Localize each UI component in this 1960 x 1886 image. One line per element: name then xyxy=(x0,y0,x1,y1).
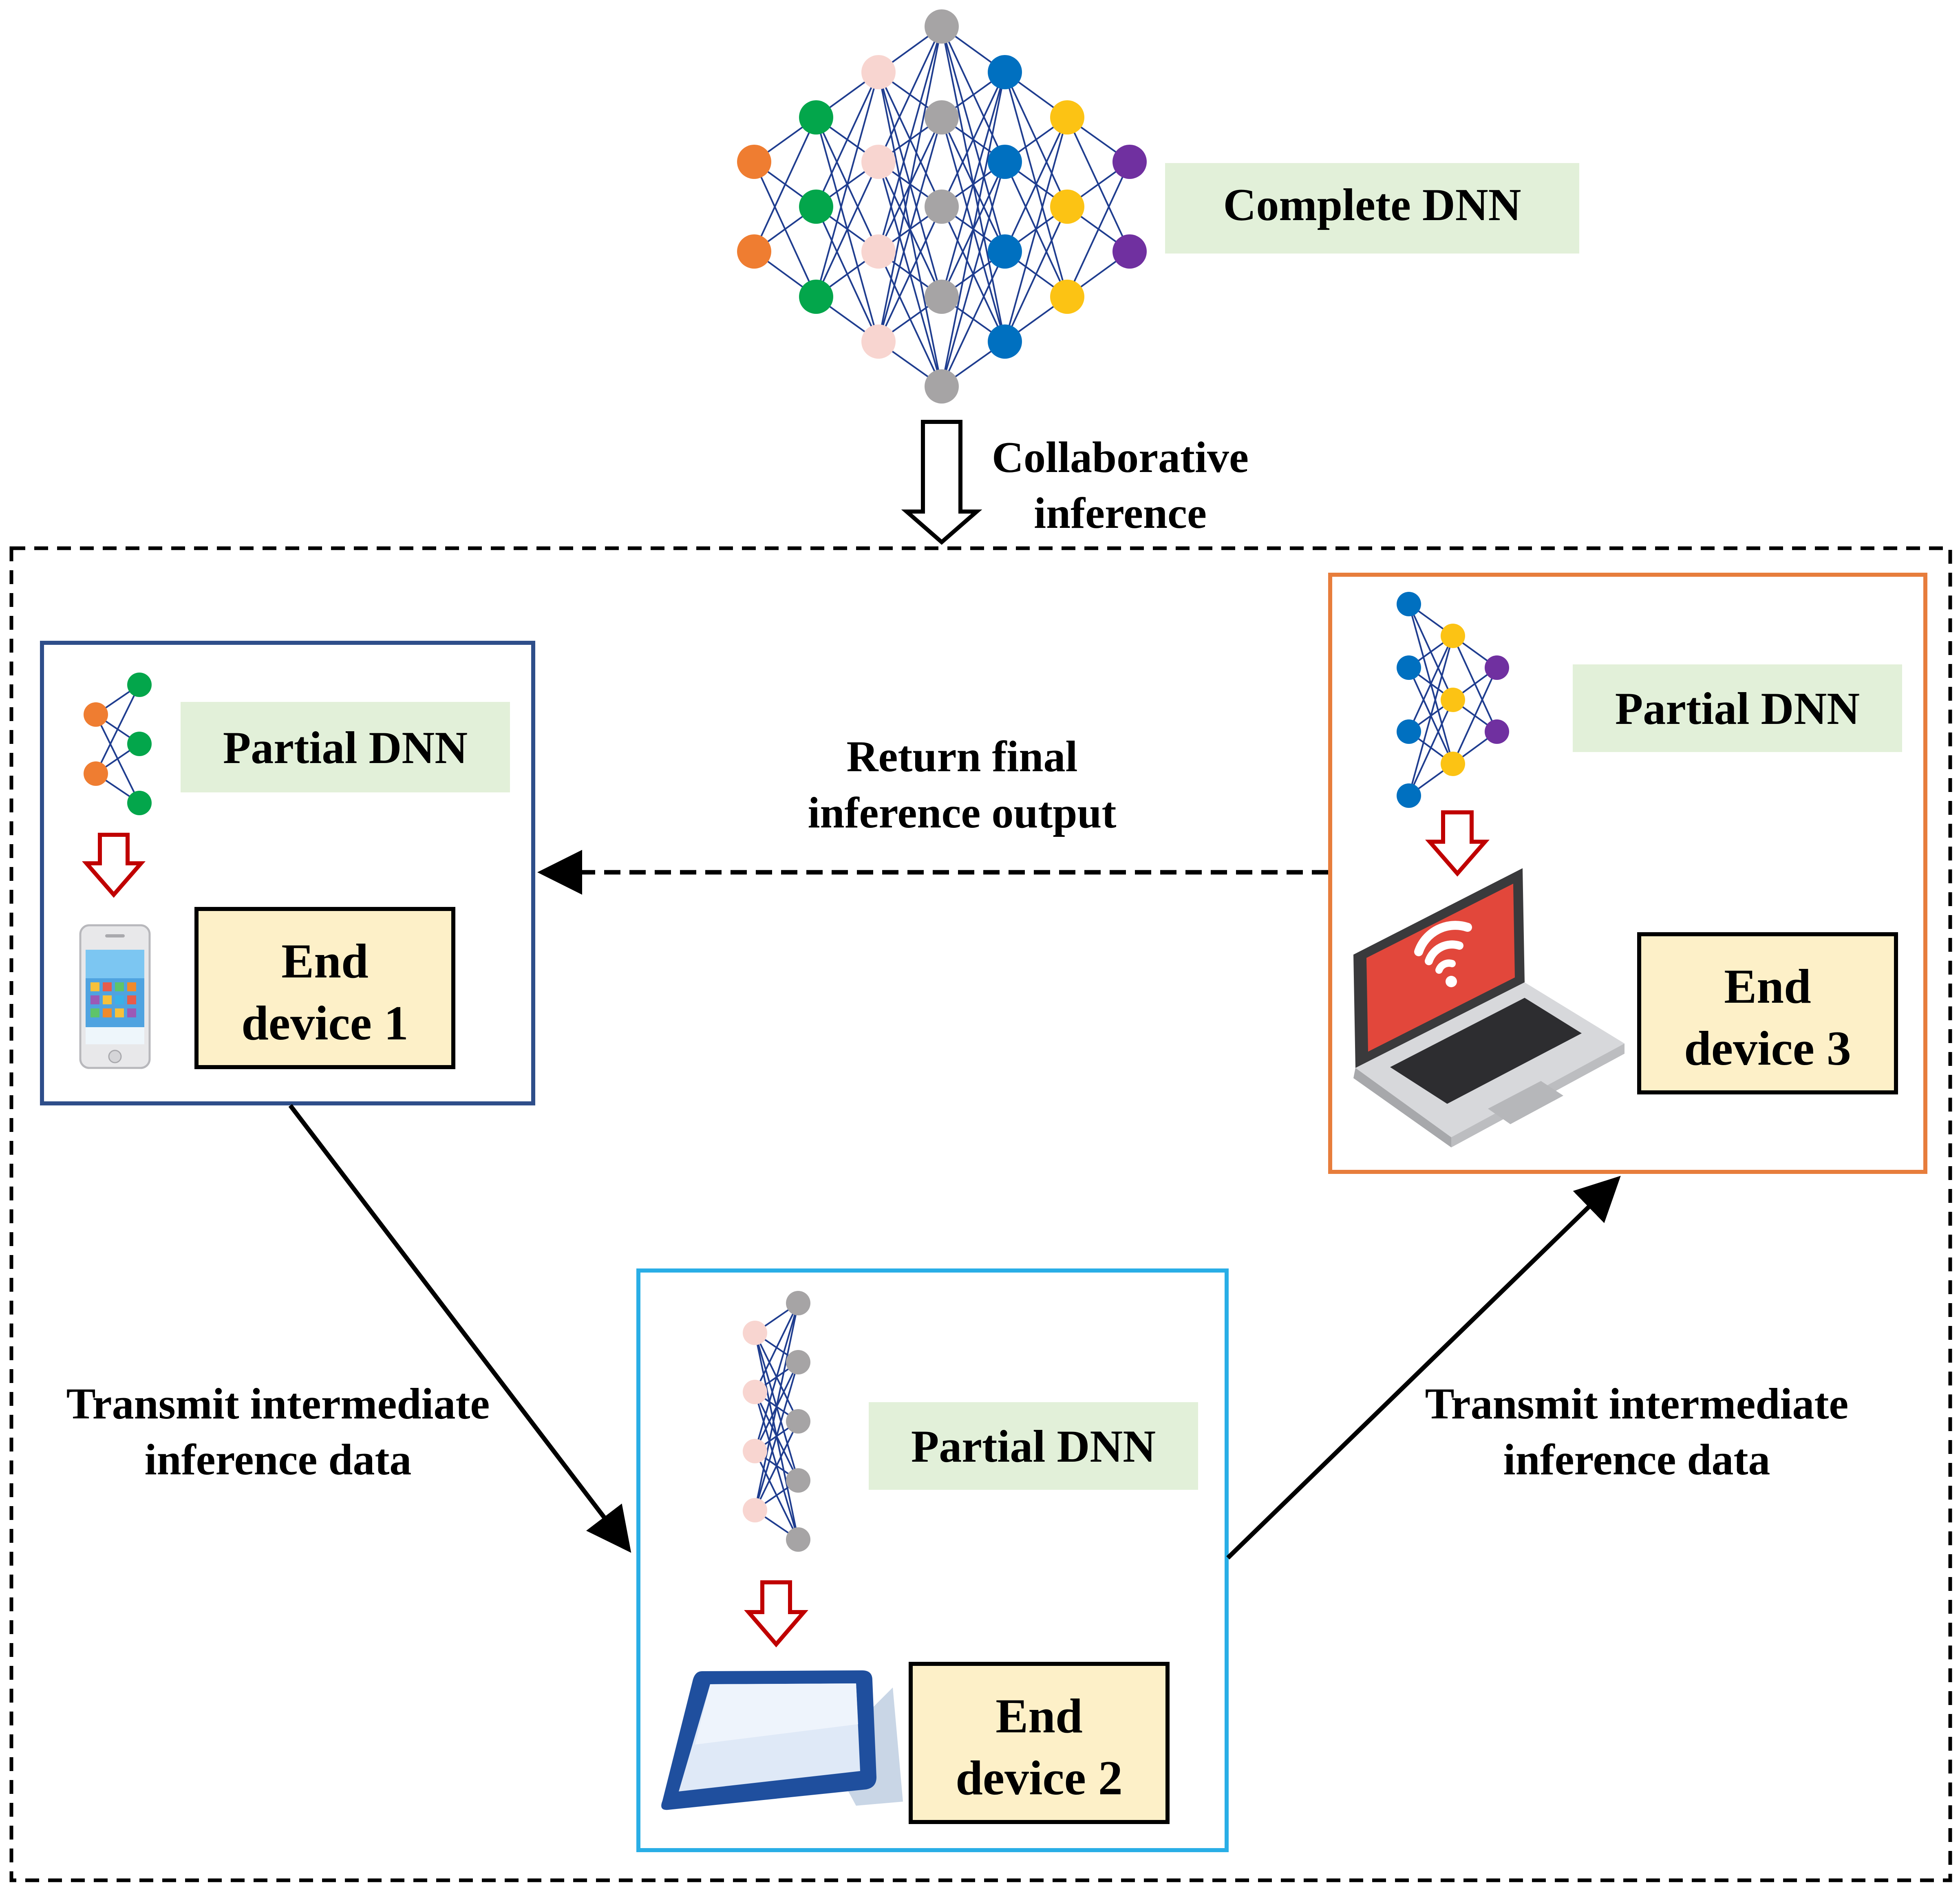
complete-dnn-network xyxy=(737,9,1147,404)
transmit-right-line1: Transmit intermediate xyxy=(1425,1380,1849,1428)
device2-end-line1: End xyxy=(995,1689,1083,1743)
neuron-node xyxy=(1050,100,1084,135)
neuron-node xyxy=(1485,655,1509,680)
device3-partial-label: Partial DNN xyxy=(1615,684,1860,734)
device2-down-arrow-icon xyxy=(744,1580,808,1648)
return-label-line1: Return final xyxy=(847,732,1078,781)
neuron-node xyxy=(786,1350,810,1374)
device2-partial-label: Partial DNN xyxy=(911,1421,1156,1472)
neuron-node xyxy=(1397,592,1421,616)
device1-partial-network xyxy=(84,673,152,815)
device2-partial-label-box xyxy=(869,1402,1198,1490)
neuron-node xyxy=(861,55,896,89)
collaborative-arrow-icon xyxy=(901,420,982,545)
tablet-icon xyxy=(661,1670,903,1810)
neuron-node xyxy=(786,1291,810,1315)
device2-box xyxy=(636,1268,1229,1852)
device2-end-line2: device 2 xyxy=(956,1751,1123,1805)
neuron-node xyxy=(743,1321,767,1345)
collaborative-label-line2: inference xyxy=(1034,489,1207,538)
neuron-node xyxy=(743,1380,767,1404)
laptop-icon xyxy=(1353,868,1625,1147)
neuron-node xyxy=(743,1439,767,1463)
collaboration-dashed-frame xyxy=(9,546,1952,1882)
device3-end-line1: End xyxy=(1724,959,1811,1013)
neuron-node xyxy=(127,791,152,815)
neuron-node xyxy=(1112,145,1147,179)
device2-partial-network xyxy=(743,1291,810,1552)
phone-icon xyxy=(79,924,151,1069)
neuron-node xyxy=(861,324,896,359)
neuron-node xyxy=(84,761,108,786)
device2-end-box xyxy=(909,1662,1170,1824)
device1-partial-label: Partial DNN xyxy=(223,723,468,773)
neuron-node xyxy=(1485,719,1509,744)
device1-partial-label-box xyxy=(181,702,510,792)
neuron-node xyxy=(1050,190,1084,224)
neuron-node xyxy=(925,100,959,135)
device1-down-arrow-icon xyxy=(82,833,146,898)
neuron-node xyxy=(1397,655,1421,680)
neuron-node xyxy=(1441,624,1465,648)
transmit-arrow-2-to-3 xyxy=(1226,1176,1621,1560)
device3-partial-network xyxy=(1397,592,1509,808)
neuron-node xyxy=(861,145,896,179)
neuron-node xyxy=(799,280,833,314)
complete-dnn-label: Complete DNN xyxy=(1223,180,1521,230)
neuron-node xyxy=(786,1468,810,1493)
neuron-node xyxy=(1397,783,1421,808)
neuron-node xyxy=(925,9,959,44)
device1-box xyxy=(40,641,535,1105)
neuron-node xyxy=(1441,752,1465,776)
transmit-arrow-1-to-2 xyxy=(288,1104,631,1553)
neuron-node xyxy=(988,324,1022,359)
neuron-node xyxy=(988,145,1022,179)
neuron-node xyxy=(786,1409,810,1434)
device1-end-line2: device 1 xyxy=(241,996,408,1050)
neuron-node xyxy=(1050,280,1084,314)
device3-box xyxy=(1328,573,1927,1174)
neuron-node xyxy=(786,1527,810,1552)
neuron-node xyxy=(988,55,1022,89)
collaborative-label-line1: Collaborative xyxy=(992,433,1249,482)
device3-down-arrow-icon xyxy=(1425,810,1490,877)
neuron-node xyxy=(799,190,833,224)
device3-end-box xyxy=(1637,932,1898,1094)
neuron-node xyxy=(743,1498,767,1522)
device3-partial-label-box xyxy=(1573,664,1902,752)
neuron-node xyxy=(925,369,959,404)
return-label-line2: inference output xyxy=(808,789,1117,837)
neuron-node xyxy=(84,702,108,727)
neuron-node xyxy=(737,234,771,269)
neuron-node xyxy=(1397,719,1421,744)
device1-end-box xyxy=(194,907,455,1069)
neuron-node xyxy=(799,100,833,135)
neuron-node xyxy=(127,732,152,756)
neuron-node xyxy=(861,234,896,269)
neuron-node xyxy=(1112,234,1147,269)
device3-end-line2: device 3 xyxy=(1684,1021,1851,1075)
neuron-node xyxy=(127,673,152,697)
neuron-node xyxy=(925,280,959,314)
transmit-left-line1: Transmit intermediate xyxy=(66,1380,490,1428)
complete-dnn-label-box xyxy=(1165,163,1579,254)
neuron-node xyxy=(988,234,1022,269)
transmit-right-line2: inference data xyxy=(1503,1436,1770,1484)
neuron-node xyxy=(925,190,959,224)
neuron-node xyxy=(1441,688,1465,712)
transmit-left-line2: inference data xyxy=(145,1436,412,1484)
neuron-node xyxy=(737,145,771,179)
device1-end-line1: End xyxy=(281,934,369,988)
